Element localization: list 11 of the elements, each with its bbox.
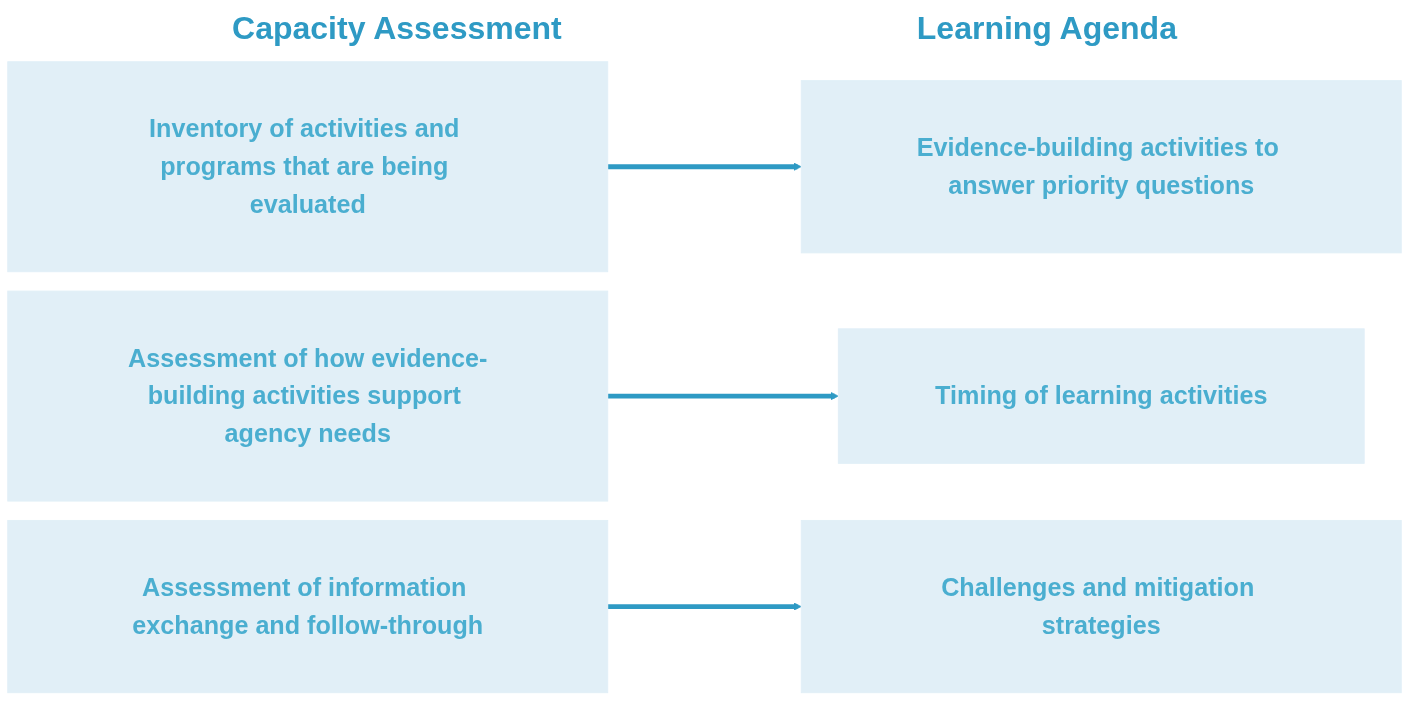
node-box: Timing of learning activities	[837, 328, 1365, 465]
node-box: Challenges and mitigation strategies	[800, 520, 1402, 694]
node-box: Inventory of activities and programs that are being evaluated	[7, 61, 609, 273]
node-box: Assessment of how evidence-building activities support agency needs	[7, 290, 609, 502]
arrow	[607, 162, 802, 172]
node-box: Assessment of information exchange and follow-through	[7, 520, 609, 694]
column-heading: Learning Agenda	[916, 10, 1177, 47]
node-box: Evidence-building activities to answer priority questions	[800, 80, 1402, 254]
column-heading: Capacity Assessment	[232, 10, 562, 47]
arrow	[607, 602, 802, 612]
arrow	[607, 392, 839, 401]
